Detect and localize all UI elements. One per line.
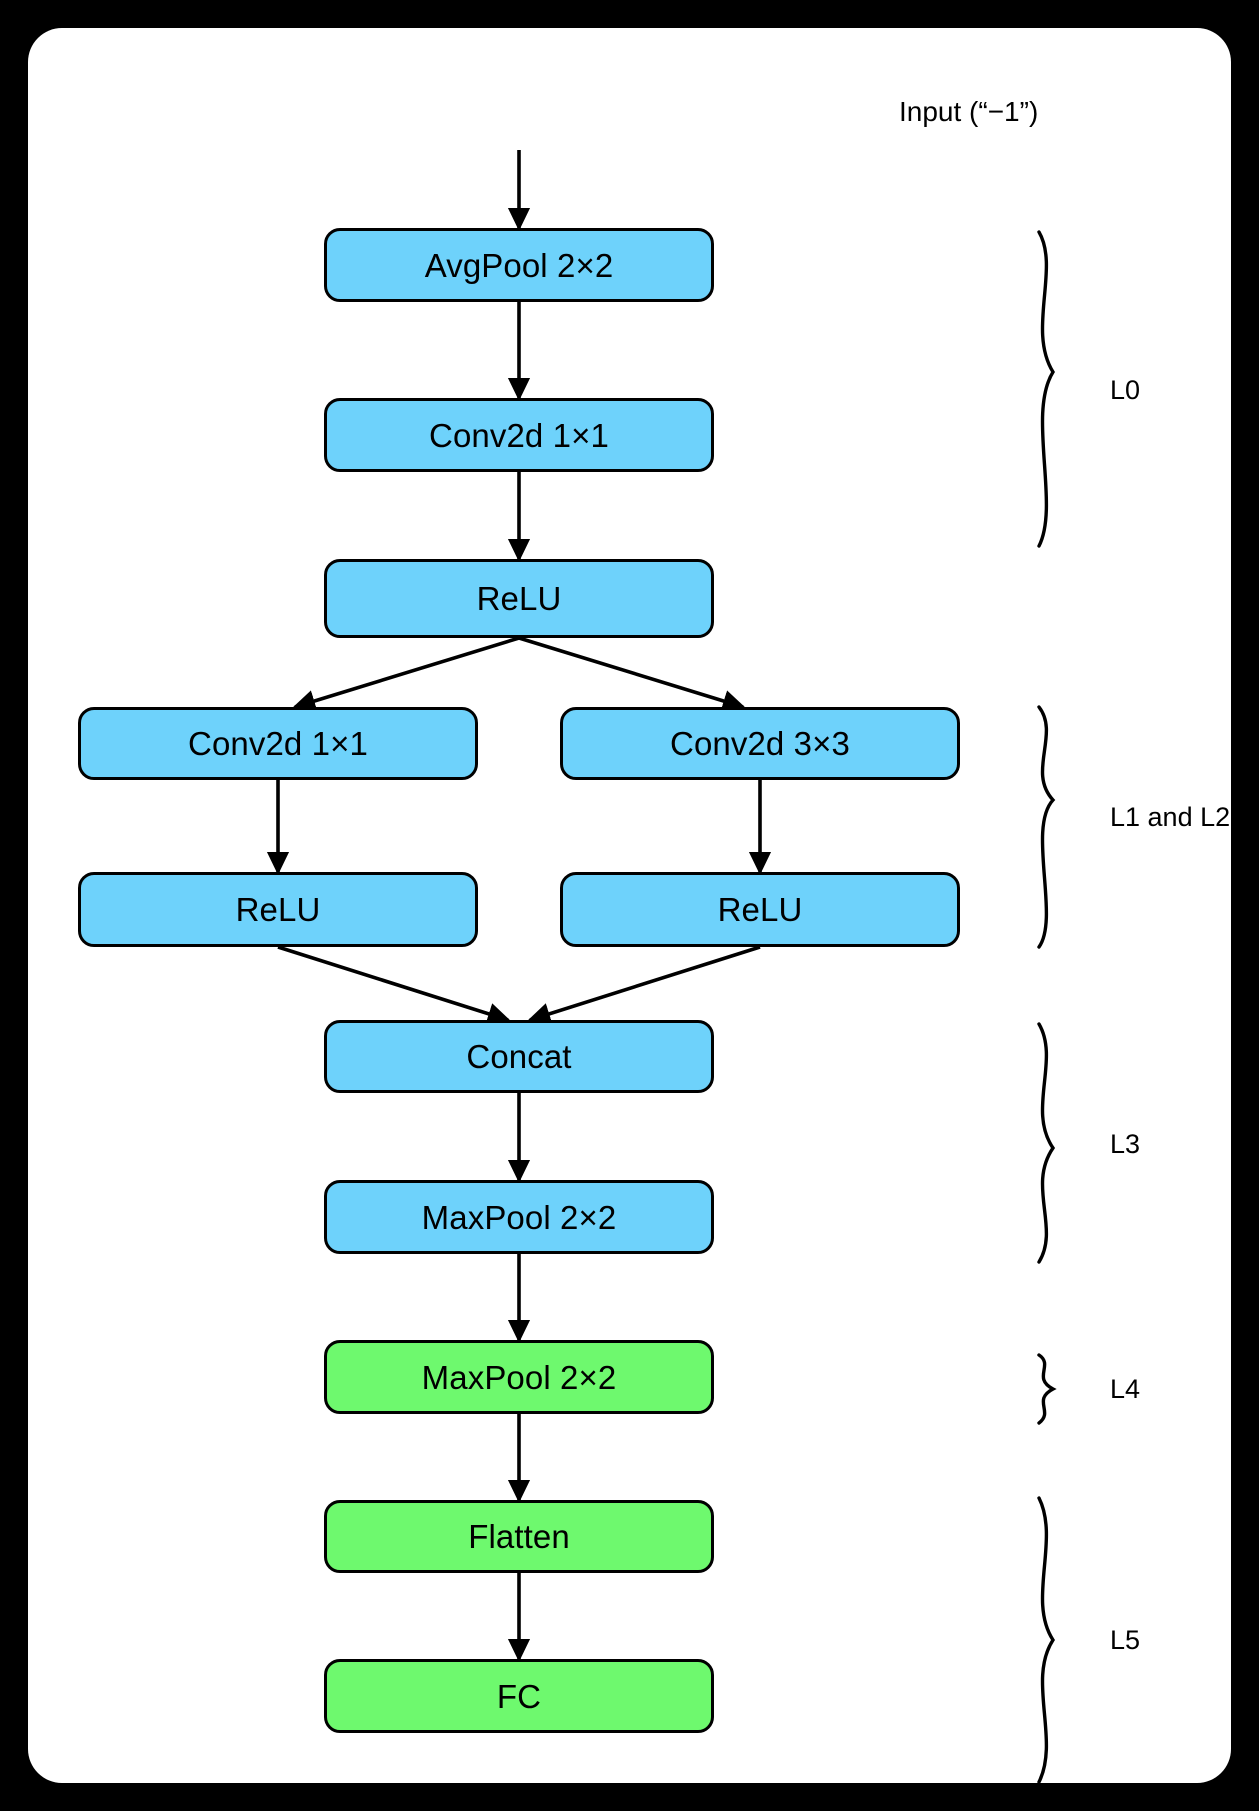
input-label: Input (“−1”): [899, 96, 1039, 127]
node-relu-right[interactable]: ReLU: [560, 872, 960, 947]
node-conv2d-1x1-left[interactable]: Conv2d 1×1: [78, 707, 478, 780]
group-label-l1-l2: L1 and L2: [1110, 802, 1231, 832]
node-conv2d-1x1-stem[interactable]: Conv2d 1×1: [324, 398, 714, 472]
group-label-l5: L5: [1110, 1625, 1141, 1655]
node-avgpool[interactable]: AvgPool 2×2: [324, 228, 714, 302]
group-label-l4: L4: [1110, 1374, 1141, 1404]
node-relu-left[interactable]: ReLU: [78, 872, 478, 947]
node-maxpool-green[interactable]: MaxPool 2×2: [324, 1340, 714, 1414]
group-label-l3: L3: [1110, 1129, 1141, 1159]
group-label-l0: L0: [1110, 375, 1141, 405]
node-flatten[interactable]: Flatten: [324, 1500, 714, 1573]
node-fc[interactable]: FC: [324, 1659, 714, 1733]
node-conv2d-3x3-right[interactable]: Conv2d 3×3: [560, 707, 960, 780]
node-relu-stem[interactable]: ReLU: [324, 559, 714, 638]
node-concat[interactable]: Concat: [324, 1020, 714, 1093]
node-maxpool-blue[interactable]: MaxPool 2×2: [324, 1180, 714, 1254]
